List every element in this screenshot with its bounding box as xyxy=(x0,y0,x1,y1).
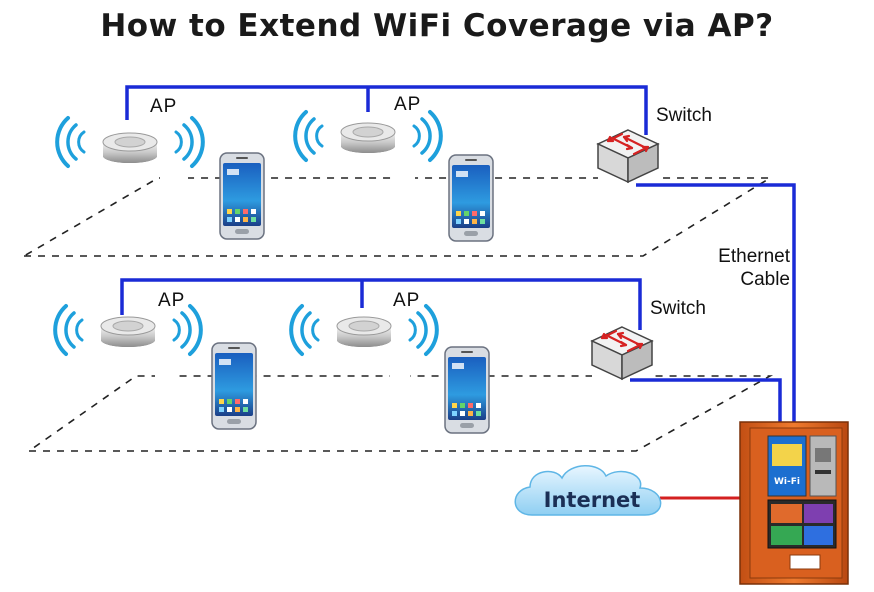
smartphone-icon xyxy=(448,154,494,242)
internet-cloud-icon xyxy=(514,465,662,516)
internet-label: Internet xyxy=(544,488,641,512)
switch-label: Switch xyxy=(656,105,712,126)
access-point-2 xyxy=(293,110,443,162)
ethernet-cable-label: Ethernet xyxy=(718,246,791,267)
access-point-1 xyxy=(55,116,205,168)
ap-label: AP xyxy=(394,94,421,115)
wifi-signal-icon xyxy=(412,110,443,162)
ap-label: AP xyxy=(158,290,185,311)
lower-floor-plane xyxy=(26,375,774,452)
access-point-3 xyxy=(53,304,203,356)
kiosk-cabinet: Wi-Fi xyxy=(739,421,849,585)
ap-label: AP xyxy=(150,96,177,117)
wifi-signal-icon xyxy=(293,110,324,162)
wifi-signal-icon xyxy=(55,116,86,168)
upper-floor-plane xyxy=(21,177,773,257)
wifi-signal-icon xyxy=(53,304,84,356)
ethernet-cabling xyxy=(120,85,796,425)
kiosk-screen-text: Wi-Fi xyxy=(774,477,800,487)
wifi-signal-icon xyxy=(408,304,439,356)
ap-label: AP xyxy=(393,290,420,311)
switch-label: Switch xyxy=(650,298,706,319)
access-point-4 xyxy=(289,304,439,356)
wifi-signal-icon xyxy=(174,116,205,168)
ethernet-cable-label: Cable xyxy=(740,269,790,290)
smartphone-icon xyxy=(211,342,257,430)
wifi-signal-icon xyxy=(289,304,320,356)
diagram-title: How to Extend WiFi Coverage via AP? xyxy=(100,8,774,44)
smartphone-icon xyxy=(444,346,490,434)
wifi-signal-icon xyxy=(172,304,203,356)
smartphone-icon xyxy=(219,152,265,240)
